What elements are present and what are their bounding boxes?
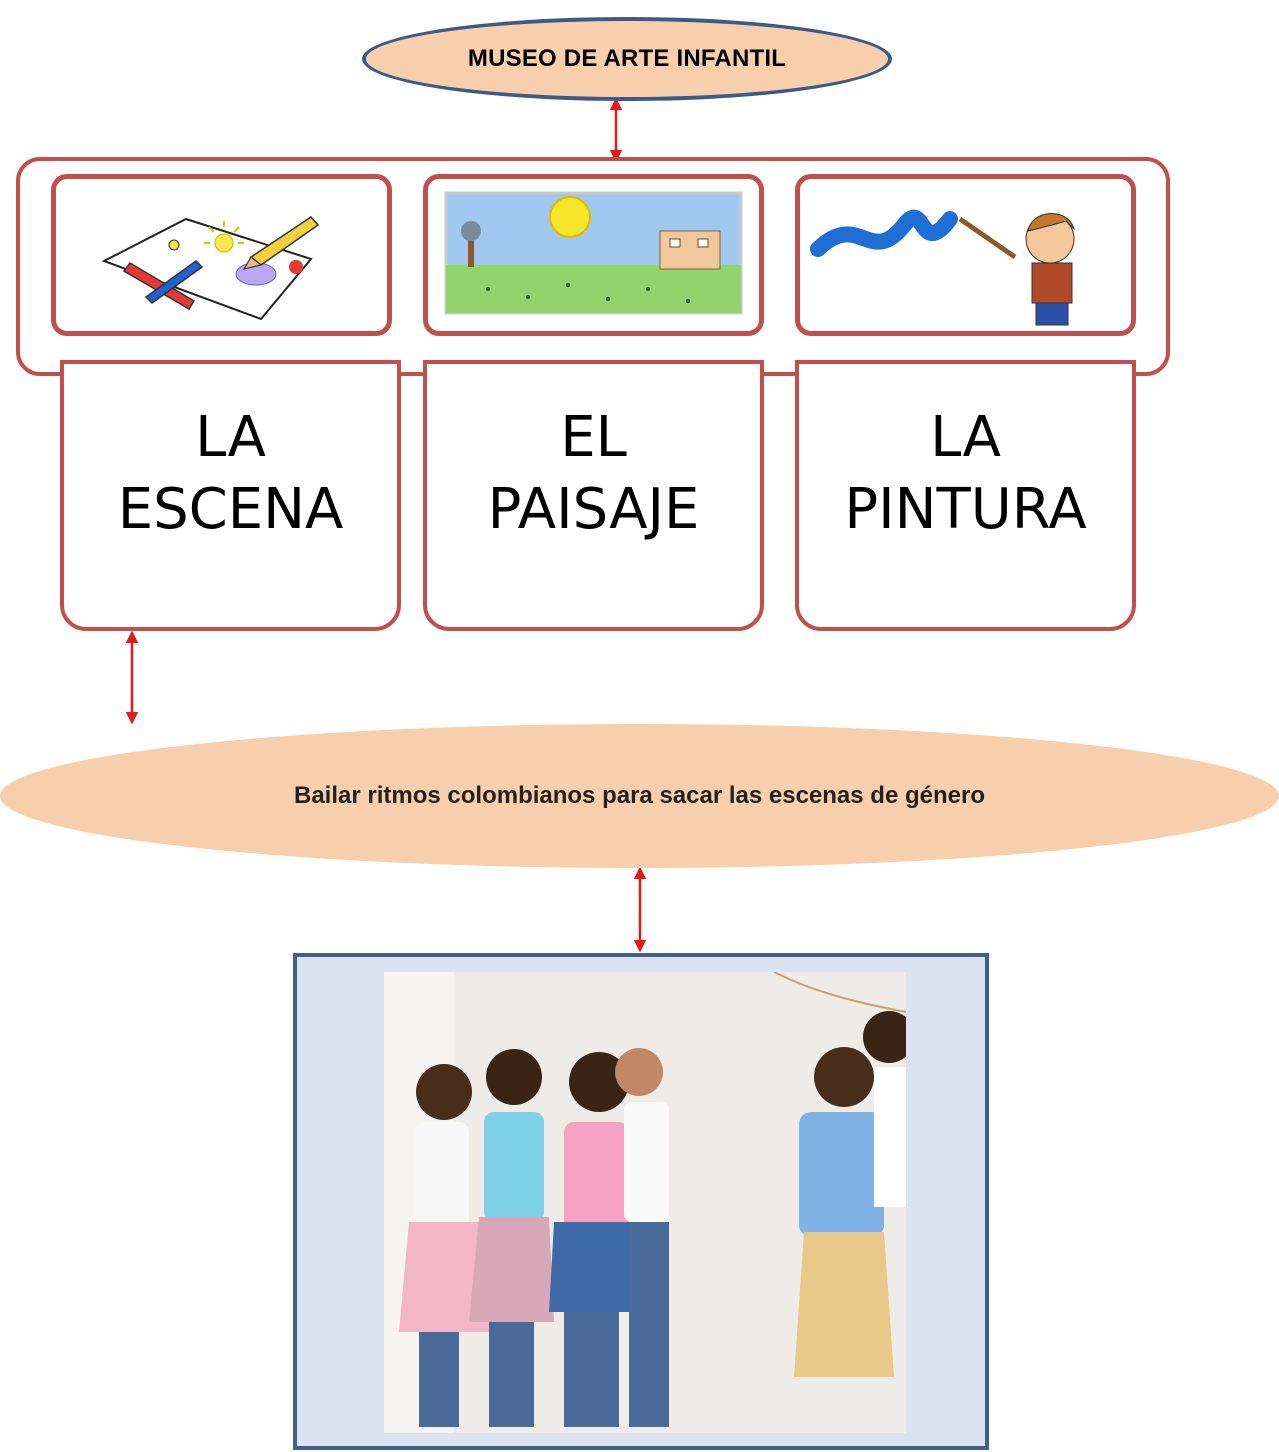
- activity-oval: Bailar ritmos colombianos para sacar las…: [0, 724, 1279, 868]
- title-oval: MUSEO DE ARTE INFANTIL: [362, 17, 892, 101]
- pintura-image-card: [795, 174, 1136, 336]
- escena-image-card: [51, 174, 392, 336]
- category-name: PAISAJE: [487, 477, 700, 542]
- category-box-pintura: LA PINTURA: [795, 360, 1136, 631]
- category-name: PINTURA: [844, 477, 1087, 542]
- category-article: EL: [560, 405, 627, 470]
- category-article: LA: [930, 405, 1001, 470]
- category-article: LA: [195, 405, 266, 470]
- drawing-paper-pencils-illustration: [101, 216, 320, 321]
- category-name: ESCENA: [117, 477, 344, 542]
- children-dancing-illustration: [384, 972, 906, 1433]
- children-dancing-photo: [384, 972, 906, 1433]
- paisaje-image-card: [423, 174, 764, 336]
- category-box-paisaje: EL PAISAJE: [423, 360, 764, 631]
- category-box-escena: LA ESCENA: [60, 360, 401, 631]
- child-landscape-drawing: [444, 191, 743, 315]
- activity-text: Bailar ritmos colombianos para sacar las…: [294, 782, 985, 809]
- diagram-title: MUSEO DE ARTE INFANTIL: [467, 45, 787, 72]
- boy-painting-with-brush-illustration: [810, 209, 1075, 326]
